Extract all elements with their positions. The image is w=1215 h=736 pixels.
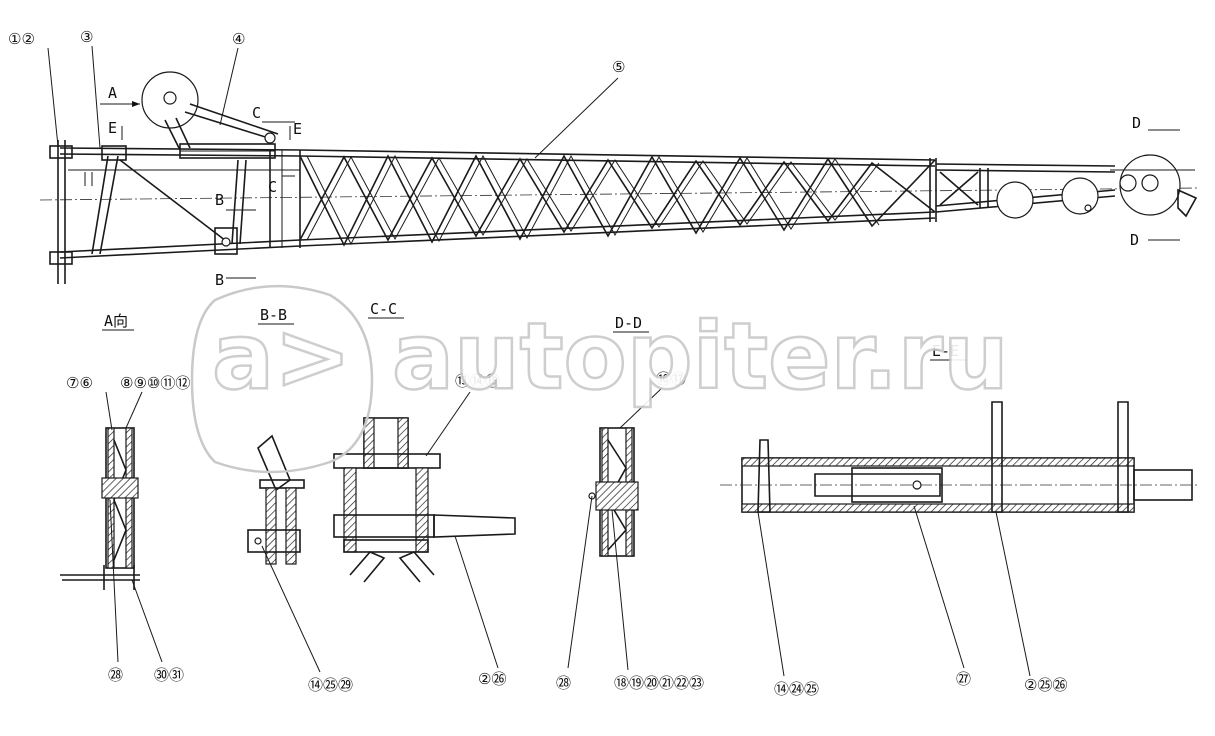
callout-1-2: ①② — [8, 30, 35, 48]
callout-18-23: ⑱⑲⑳㉑㉒㉓ — [614, 674, 704, 692]
callout-14-24-25: ⑭㉔㉕ — [774, 680, 819, 698]
callout-4: ④ — [232, 30, 245, 48]
section-mark-c-bottom: C — [268, 178, 277, 196]
callout-3: ③ — [80, 28, 93, 46]
callout-5: ⑤ — [612, 58, 625, 76]
view-title-a: A向 — [104, 312, 128, 330]
detail-c-c — [333, 417, 516, 583]
section-mark-b-bottom: B — [215, 271, 224, 289]
callout-2-26: ②㉖ — [478, 670, 506, 688]
callout-27: ㉗ — [956, 670, 971, 688]
callout-2-25-26: ②㉕㉖ — [1024, 676, 1067, 694]
detail-d-d — [588, 427, 639, 557]
callout-16-17: ⑯⑰ — [656, 370, 686, 388]
callout-30-31: ㉚㉛ — [154, 666, 184, 684]
leader-lines — [47, 45, 1031, 677]
section-mark-e-right: E — [293, 120, 302, 138]
callout-8-12: ⑧⑨⑩⑪⑫ — [120, 374, 190, 392]
section-mark-e-left: E — [108, 119, 117, 137]
detail-e-e — [720, 401, 1200, 513]
section-mark-d-bottom: D — [1130, 231, 1139, 249]
section-mark-d-top: D — [1132, 114, 1141, 132]
callout-28-right: ㉘ — [556, 674, 571, 692]
callout-7-6: ⑦⑥ — [66, 374, 93, 392]
view-title-bb: B-B — [260, 306, 287, 324]
view-title-cc: C-C — [370, 300, 397, 318]
view-title-dd: D-D — [615, 314, 642, 332]
watermark-text: autopiter.ru — [392, 303, 1009, 410]
watermark: a> autopiter.ru — [190, 284, 1010, 474]
callouts: ①② ③ ④ ⑤ ⑦⑥ ⑧⑨⑩⑪⑫ ⑬⑭⑮ ⑯⑰ ㉘ ㉚㉛ ⑭㉕㉙ ②㉖ ㉘ ⑱… — [8, 28, 1067, 698]
detail-a-view — [60, 427, 140, 590]
main-boom-elevation — [39, 71, 1201, 284]
section-mark-c-top: C — [252, 104, 261, 122]
section-mark-a: A — [108, 84, 117, 102]
view-titles: A向 B-B C-C D-D E-E — [102, 300, 966, 361]
callout-28-left: ㉘ — [108, 666, 123, 684]
view-title-ee: E-E — [932, 342, 959, 360]
callout-13-15: ⑬⑭⑮ — [455, 372, 500, 390]
section-marks: A E E C C B B D D — [100, 84, 1180, 289]
watermark-logo: a> — [212, 303, 351, 410]
callout-14-25-29: ⑭㉕㉙ — [308, 676, 353, 694]
section-mark-b-top: B — [215, 191, 224, 209]
detail-b-b — [247, 434, 305, 565]
